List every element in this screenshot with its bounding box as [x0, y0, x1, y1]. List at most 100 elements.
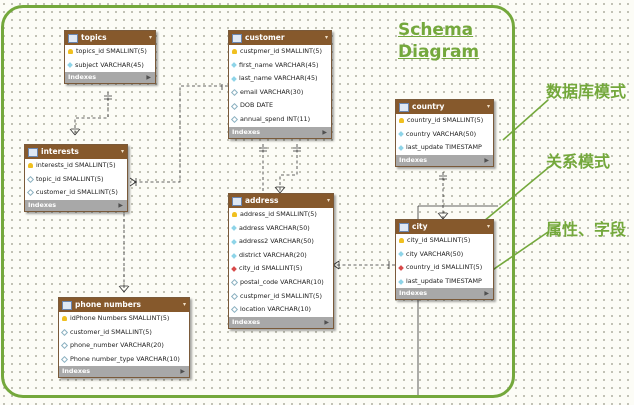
table-phone-numbers[interactable]: phone numbers▾ idPhone Numbers SMALLINT(… — [58, 297, 190, 379]
column-text: district VARCHAR(20) — [239, 250, 307, 259]
table-customer[interactable]: customer▾ custpmer_id SMALLINT(5) first_… — [228, 30, 332, 139]
table-header[interactable]: city▾ — [396, 220, 493, 234]
column-row[interactable]: first_name VARCHAR(45) — [229, 59, 331, 73]
collapse-chevron-icon[interactable]: ▾ — [182, 301, 186, 308]
column-icon — [231, 225, 237, 232]
column-icon — [398, 251, 404, 258]
table-icon — [62, 300, 72, 310]
indexes-bar[interactable]: Indexes▶ — [229, 126, 331, 138]
column-row[interactable]: last_update TIMESTAMP — [396, 275, 493, 289]
collapse-chevron-icon[interactable]: ▾ — [486, 223, 490, 230]
collapse-chevron-icon[interactable]: ▾ — [486, 103, 490, 110]
column-row[interactable]: postal_code VARCHAR(10) — [229, 276, 333, 290]
column-row[interactable]: Phone number_type VARCHAR(10) — [59, 353, 189, 367]
annotation-relation-schema: 关系模式 — [546, 152, 611, 171]
pointer-schema — [502, 99, 549, 141]
collapse-chevron-icon[interactable]: ▾ — [120, 148, 124, 155]
expand-arrow-icon[interactable]: ▶ — [484, 156, 489, 164]
table-header[interactable]: address▾ — [229, 194, 333, 208]
indexes-label: Indexes — [62, 367, 91, 376]
column-text: country_id SMALLINT(5) — [406, 263, 483, 272]
column-text: last_update TIMESTAMP — [406, 276, 482, 285]
table-name: country — [412, 102, 445, 111]
expand-arrow-icon[interactable]: ▶ — [180, 368, 185, 376]
column-icon — [231, 76, 237, 82]
column-row[interactable]: annual_spend INT(11) — [229, 113, 331, 127]
column-row[interactable]: city VARCHAR(50) — [396, 248, 493, 262]
column-row[interactable]: address2 VARCHAR(50) — [229, 235, 333, 249]
column-row[interactable]: email VARCHAR(30) — [229, 86, 331, 100]
column-row[interactable]: topics_id SMALLINT(5) — [65, 45, 155, 59]
indexes-bar[interactable]: Indexes ▶ — [65, 72, 155, 84]
expand-arrow-icon[interactable]: ▶ — [146, 74, 151, 82]
table-icon — [399, 102, 409, 112]
column-row[interactable]: last_name VARCHAR(45) — [229, 72, 331, 86]
table-header[interactable]: customer▾ — [229, 31, 331, 45]
column-row[interactable]: address VARCHAR(50) — [229, 222, 333, 236]
column-row[interactable]: last_update TIMESTAMP — [396, 141, 493, 155]
table-country[interactable]: country ▾ country_id SMALLINT(5) country … — [395, 99, 494, 167]
rel-customer-address-2 — [279, 144, 298, 193]
column-row[interactable]: country VARCHAR(50) — [396, 128, 493, 142]
column-icon — [398, 131, 404, 138]
column-row[interactable]: idPhone Numbers SMALLINT(5) — [59, 312, 189, 326]
column-text: last_update TIMESTAMP — [406, 143, 482, 152]
column-row[interactable]: phone_number VARCHAR(20) — [59, 339, 189, 353]
expand-arrow-icon[interactable]: ▶ — [324, 318, 329, 326]
indexes-bar[interactable]: Indexes ▶ — [59, 366, 189, 378]
column-text: Phone number_type VARCHAR(10) — [70, 354, 180, 363]
foreign-key-icon — [398, 265, 404, 271]
column-row[interactable]: customer_id SMALLINT(5) — [25, 186, 127, 200]
nullable-column-icon — [230, 279, 239, 287]
nullable-column-icon — [60, 342, 69, 350]
column-text: annual_spend INT(11) — [240, 114, 311, 123]
table-name: interests — [41, 147, 79, 156]
table-header[interactable]: country ▾ — [396, 100, 493, 114]
table-interests[interactable]: interests ▾ interests_id SMALLINT(5) topi… — [24, 144, 128, 212]
indexes-bar[interactable]: Indexes▶ — [229, 316, 333, 328]
title-line-2: Diagram — [398, 42, 480, 62]
table-address[interactable]: address▾ address_id SMALLINT(5) address … — [228, 193, 334, 329]
table-header[interactable]: phone numbers▾ — [59, 298, 189, 312]
indexes-label: Indexes — [68, 73, 97, 82]
column-row[interactable]: location VARCHAR(10) — [229, 303, 333, 317]
column-row[interactable]: custpmer_id SMALLINT(5) — [229, 45, 331, 59]
column-row[interactable]: topic_id SMALLINT(5) — [25, 173, 127, 187]
expand-arrow-icon[interactable]: ▶ — [484, 290, 489, 298]
column-row[interactable]: country_id SMALLINT(5) — [396, 261, 493, 275]
table-name: topics — [81, 33, 107, 42]
column-row[interactable]: custpmer_id SMALLINT(5) — [229, 290, 333, 304]
column-row[interactable]: DOB DATE — [229, 99, 331, 113]
column-row[interactable]: address_id SMALLINT(5) — [229, 208, 333, 222]
indexes-label: Indexes — [28, 200, 57, 209]
rel-topics-interests — [74, 92, 109, 135]
table-header[interactable]: topics ▾ — [65, 31, 155, 45]
expand-arrow-icon[interactable]: ▶ — [118, 201, 123, 209]
collapse-chevron-icon[interactable]: ▾ — [148, 34, 152, 41]
table-icon — [68, 33, 78, 43]
column-row[interactable]: city_id SMALLINT(5) — [396, 234, 493, 248]
column-row[interactable]: country_id SMALLINT(5) — [396, 114, 493, 128]
column-text: country VARCHAR(50) — [406, 129, 477, 138]
column-text: custpmer_id SMALLINT(5) — [240, 291, 322, 300]
column-row[interactable]: subject VARCHAR(45) — [65, 59, 155, 73]
indexes-bar[interactable]: Indexes ▶ — [25, 199, 127, 211]
expand-arrow-icon[interactable]: ▶ — [322, 128, 327, 136]
primary-key-icon — [68, 49, 73, 55]
primary-key-icon — [62, 316, 67, 322]
foreign-key-icon — [231, 266, 237, 273]
column-icon — [231, 239, 237, 245]
table-header[interactable]: interests ▾ — [25, 145, 127, 159]
indexes-bar[interactable]: Indexes▶ — [396, 154, 493, 166]
column-row[interactable]: city_id SMALLINT(5) — [229, 262, 333, 276]
column-row[interactable]: customer_id SMALLINT(5) — [59, 326, 189, 340]
column-row[interactable]: district VARCHAR(20) — [229, 249, 333, 263]
column-text: topic_id SMALLINT(5) — [36, 174, 104, 183]
collapse-chevron-icon[interactable]: ▾ — [324, 34, 328, 41]
indexes-bar[interactable]: Indexes▶ — [396, 288, 493, 300]
column-row[interactable]: interests_id SMALLINT(5) — [25, 159, 127, 173]
collapse-chevron-icon[interactable]: ▾ — [326, 197, 330, 204]
table-topics[interactable]: topics ▾ topics_id SMALLINT(5) subject VA… — [64, 30, 156, 85]
column-text: phone_number VARCHAR(20) — [70, 341, 164, 350]
table-city[interactable]: city▾ city_id SMALLINT(5) city VARCHAR(5… — [395, 219, 494, 301]
